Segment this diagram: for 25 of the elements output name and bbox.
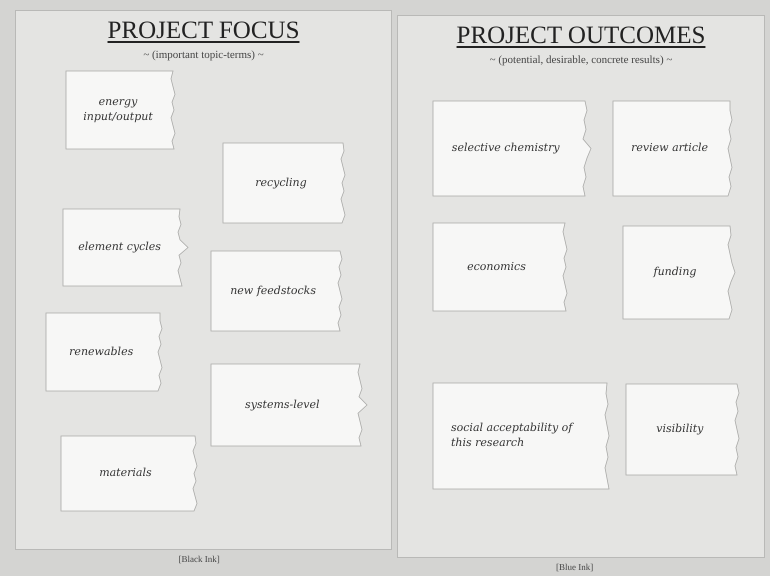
paper-note [623, 226, 736, 319]
handwritten-term: materials [99, 466, 152, 481]
handwritten-term: element cycles [78, 240, 161, 255]
handwritten-term: social acceptability of this research [451, 421, 575, 451]
paper-note [433, 101, 591, 196]
paper-note [211, 364, 366, 446]
poster-panel [397, 15, 765, 558]
handwritten-term: review article [631, 141, 708, 156]
handwritten-term: funding [654, 265, 696, 280]
ink-note: [Black Ink] [178, 554, 220, 564]
handwritten-term: systems-level [245, 398, 320, 412]
handwritten-term: renewables [69, 344, 134, 360]
panel-subheading: ~ (important topic-terms) ~ [143, 49, 264, 61]
handwritten-term: energy input/output [82, 95, 154, 125]
ink-note: [Blue Ink] [556, 562, 594, 572]
handwritten-term: recycling [255, 176, 307, 190]
panel-heading: PROJECT FOCUS [108, 17, 300, 44]
panel-subheading: ~ (potential, desirable, concrete results) ~ [490, 54, 672, 66]
handwritten-term: new feedstocks [230, 284, 316, 298]
paper-note [63, 209, 186, 286]
handwritten-term: visibility [656, 422, 704, 437]
handwritten-term: economics [467, 260, 526, 274]
panel-heading: PROJECT OUTCOMES [456, 22, 706, 49]
handwritten-term: selective chemistry [452, 141, 560, 156]
poster-panel [15, 10, 392, 550]
